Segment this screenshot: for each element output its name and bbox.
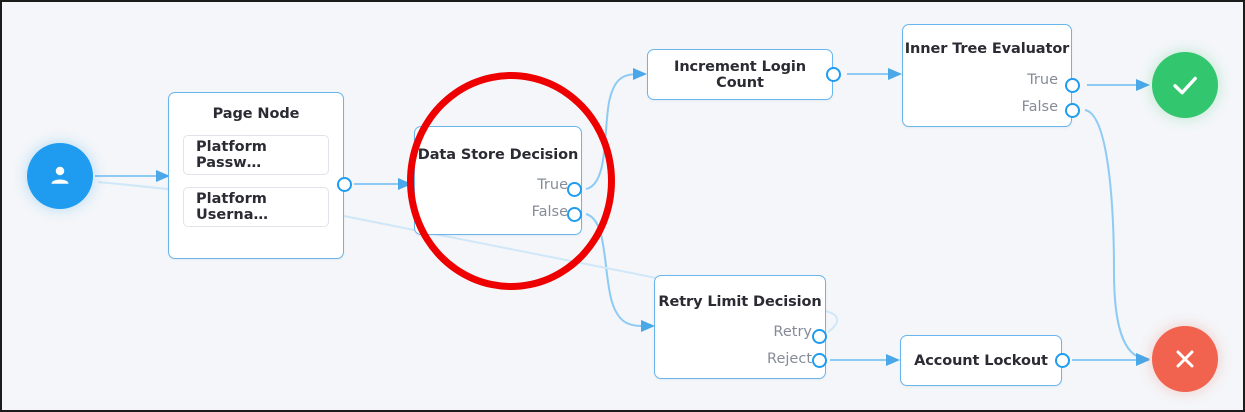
success-outcome[interactable] xyxy=(1152,52,1218,118)
edge-data-store-false-to-retry-limit xyxy=(585,213,655,333)
node-title: Data Store Decision xyxy=(417,147,579,163)
node-title: Inner Tree Evaluator xyxy=(904,41,1070,57)
outcome-true[interactable]: True xyxy=(1027,71,1058,88)
port-retry-limit-reject[interactable] xyxy=(812,353,827,368)
edge-data-store-true-to-increment xyxy=(585,68,647,190)
node-data-store-decision[interactable]: Data Store Decision True False xyxy=(414,126,582,235)
node-title: Page Node xyxy=(212,106,300,122)
port-page-node-out[interactable] xyxy=(337,177,352,192)
port-inner-tree-false[interactable] xyxy=(1065,103,1080,118)
node-inner-tree-evaluator[interactable]: Inner Tree Evaluator True False xyxy=(902,24,1072,127)
start-user-node[interactable] xyxy=(27,143,93,209)
failure-outcome[interactable] xyxy=(1152,326,1218,392)
node-title: Account Lockout xyxy=(914,352,1048,369)
edge-inner-tree-false-to-failure xyxy=(1084,109,1150,365)
port-data-store-true[interactable] xyxy=(567,182,582,197)
user-icon xyxy=(51,166,69,184)
field-platform-password[interactable]: Platform Passw… xyxy=(183,135,329,175)
close-x-icon xyxy=(1176,350,1194,368)
port-account-lockout-out[interactable] xyxy=(1055,353,1070,368)
port-retry-limit-retry[interactable] xyxy=(812,329,827,344)
outcome-false[interactable]: False xyxy=(531,203,568,220)
outcome-false[interactable]: False xyxy=(1021,98,1058,115)
port-inner-tree-true[interactable] xyxy=(1065,78,1080,93)
node-page-node[interactable]: Page Node Platform Passw… Platform Usern… xyxy=(168,92,344,259)
port-increment-login-count-out[interactable] xyxy=(826,67,841,82)
checkmark-icon xyxy=(1173,76,1197,95)
node-title: Retry Limit Decision xyxy=(658,294,822,310)
port-data-store-false[interactable] xyxy=(567,207,582,222)
field-platform-username[interactable]: Platform Userna… xyxy=(183,187,329,227)
outcome-retry[interactable]: Retry xyxy=(773,323,812,340)
node-account-lockout[interactable]: Account Lockout xyxy=(900,335,1062,386)
node-retry-limit-decision[interactable]: Retry Limit Decision Retry Reject xyxy=(654,275,826,379)
node-title: Increment Login Count xyxy=(674,58,806,91)
outcome-true[interactable]: True xyxy=(537,176,568,193)
outcome-reject[interactable]: Reject xyxy=(767,350,812,367)
node-increment-login-count[interactable]: Increment Login Count xyxy=(647,49,833,100)
